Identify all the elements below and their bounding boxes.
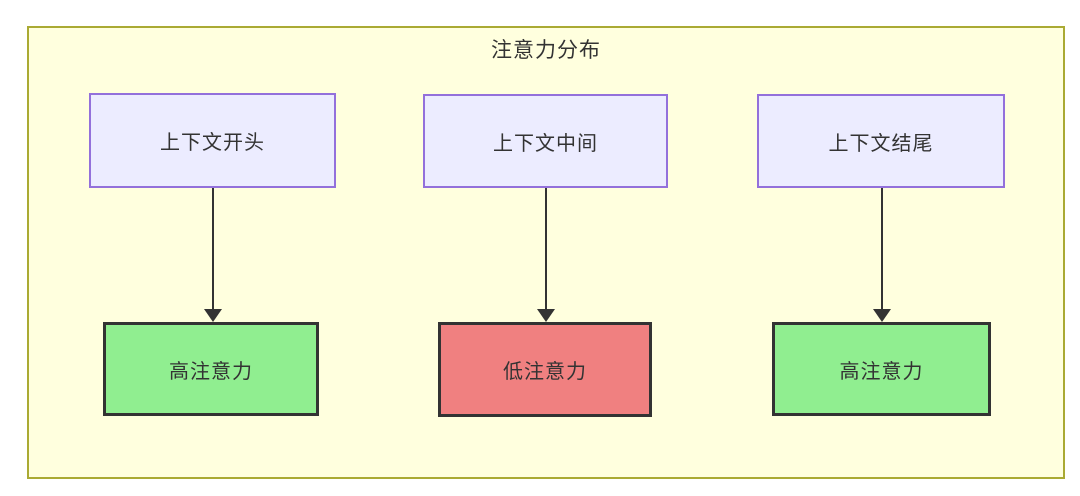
node-label: 上下文中间 — [493, 132, 598, 155]
node-high-attention-right: 高注意力 — [772, 322, 991, 416]
arrow-line — [212, 188, 214, 310]
node-context-start: 上下文开头 — [89, 93, 336, 188]
arrow-context-end-to-high — [873, 188, 891, 322]
node-label: 高注意力 — [169, 360, 253, 383]
arrow-context-middle-to-low — [537, 188, 555, 322]
node-label: 上下文开头 — [160, 132, 265, 154]
arrow-line — [881, 188, 883, 310]
cluster-title: 注意力分布 — [491, 39, 601, 62]
arrowhead-icon — [204, 309, 222, 322]
node-label: 上下文结尾 — [828, 132, 934, 155]
node-high-attention-left: 高注意力 — [103, 322, 319, 416]
arrow-line — [545, 188, 547, 310]
node-context-end: 上下文结尾 — [757, 94, 1005, 188]
node-label: 高注意力 — [839, 360, 924, 383]
arrow-context-start-to-high — [204, 188, 222, 322]
arrowhead-icon — [873, 309, 891, 322]
node-low-attention: 低注意力 — [438, 322, 652, 417]
arrowhead-icon — [537, 309, 555, 322]
node-label: 低注意力 — [503, 361, 587, 383]
node-context-middle: 上下文中间 — [423, 94, 668, 188]
